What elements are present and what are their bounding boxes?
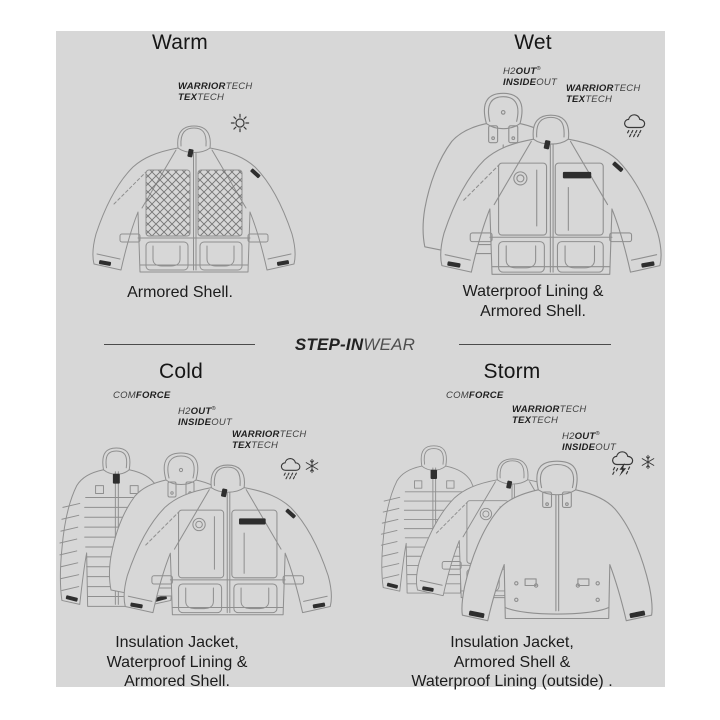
comforce-label: COMFORCE xyxy=(113,390,171,401)
textech-label: TEXTECH xyxy=(512,415,559,426)
warm-tech-labels: WARRIORTECH TEXTECH xyxy=(178,81,253,103)
sun-icon xyxy=(230,113,250,133)
warriortech-label: WARRIORTECH xyxy=(232,429,307,440)
storm-warriortech-labels: WARRIORTECH TEXTECH xyxy=(512,404,587,426)
textech-label: TEXTECH xyxy=(178,92,225,103)
h2out-label: H2OUT® xyxy=(562,431,600,442)
cold-comforce-label: COMFORCE xyxy=(113,390,170,401)
h2out-label: H2OUT® xyxy=(178,406,216,417)
storm-comforce-label: COMFORCE xyxy=(446,390,503,401)
cold-warriortech-labels: WARRIORTECH TEXTECH xyxy=(232,429,307,451)
insideout-label: INSIDEOUT xyxy=(503,77,557,88)
storm-cloud-icon xyxy=(611,451,634,478)
textech-label: TEXTECH xyxy=(566,94,613,105)
cold-caption: Insulation Jacket, Waterproof Lining & A… xyxy=(106,634,248,690)
divider-line-left xyxy=(104,344,255,345)
cold-h2out-labels: H2OUT® INSIDEOUT xyxy=(178,404,232,428)
warm-jacket-illustration xyxy=(84,124,304,284)
warriortech-label: WARRIORTECH xyxy=(566,83,641,94)
cold-title: Cold xyxy=(159,360,203,383)
insideout-label: INSIDEOUT xyxy=(562,442,616,453)
snowflake-icon xyxy=(305,458,319,474)
armored-shell-illustration xyxy=(93,126,295,272)
wet-title: Wet xyxy=(514,31,552,54)
insideout-label: INSIDEOUT xyxy=(178,417,232,428)
wet-warriortech-labels: WARRIORTECH TEXTECH xyxy=(566,83,641,105)
comforce-label: COMFORCE xyxy=(446,390,504,401)
step-inwear-wordmark: STEP-INWEAR xyxy=(294,335,416,354)
storm-h2out-labels: H2OUT® INSIDEOUT xyxy=(562,429,616,453)
wet-h2out-labels: H2OUT® INSIDEOUT xyxy=(503,64,557,88)
warriortech-label: WARRIORTECH xyxy=(178,81,253,92)
storm-caption: Insulation Jacket, Armored Shell & Water… xyxy=(411,634,613,690)
snowflake-icon xyxy=(641,454,655,470)
wet-caption: Waterproof Lining & Armored Shell. xyxy=(462,283,604,320)
rain-cloud-icon xyxy=(623,114,646,138)
h2out-label: H2OUT® xyxy=(503,66,541,77)
warriortech-label: WARRIORTECH xyxy=(512,404,587,415)
textech-label: TEXTECH xyxy=(232,440,279,451)
warm-caption: Armored Shell. xyxy=(127,284,233,301)
rain-cloud-icon xyxy=(280,458,301,480)
storm-title: Storm xyxy=(483,360,541,383)
divider-line-right xyxy=(459,344,611,345)
warm-title: Warm xyxy=(151,31,208,54)
